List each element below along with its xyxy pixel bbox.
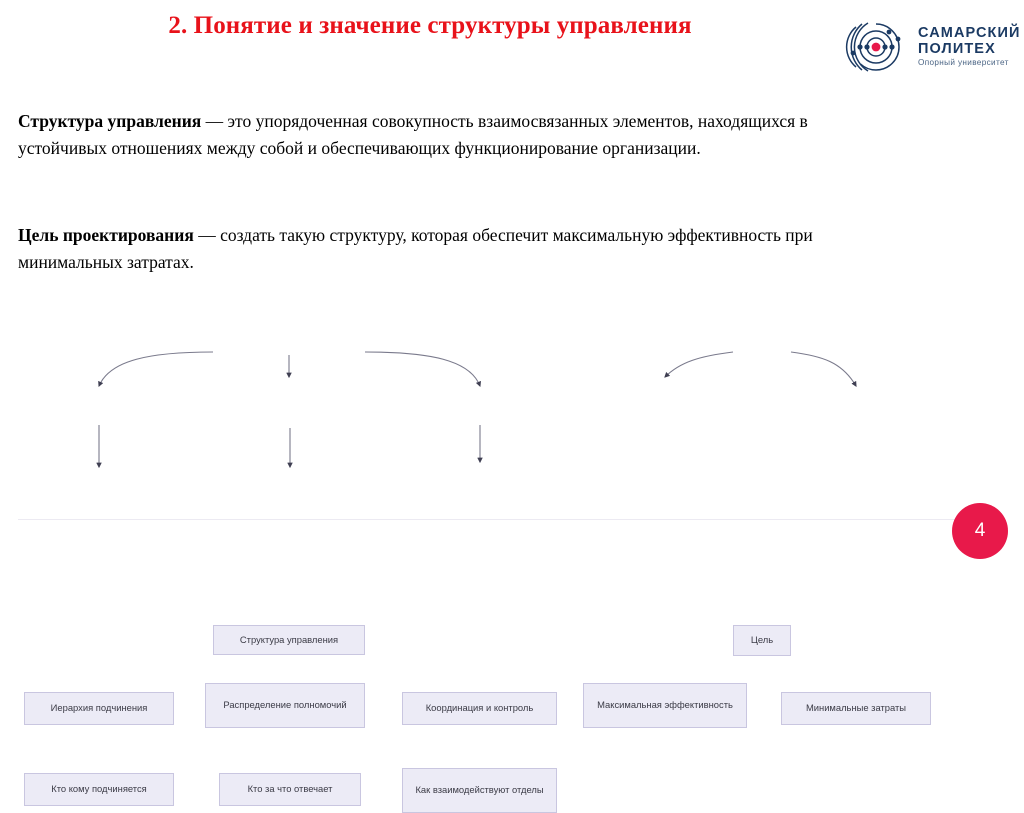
footer-divider bbox=[18, 519, 963, 520]
slide-canvas: 2. Понятие и значение структуры управлен… bbox=[0, 12, 1024, 813]
diagram-node-who-reports-to-whom[interactable]: Кто кому подчиняется bbox=[24, 773, 174, 806]
diagram-node-authority[interactable]: Распределение полномочий bbox=[205, 683, 365, 728]
logo-subtitle: Опорный университет bbox=[918, 58, 1009, 68]
goal-body: — создать такую структуру, которая обесп… bbox=[18, 225, 813, 272]
goal-term: Цель проектирования bbox=[18, 225, 194, 245]
title-text: Понятие и значение структуры управления bbox=[187, 12, 692, 39]
logo-line-2: ПОЛИТЕХ bbox=[918, 40, 996, 57]
page-title: 2. Понятие и значение структуры управлен… bbox=[0, 12, 860, 40]
diagram-node-who-is-responsible[interactable]: Кто за что отвечает bbox=[219, 773, 361, 806]
university-logo: САМАРСКИЙ ПОЛИТЕХ Опорный университет bbox=[840, 14, 1021, 80]
logo-wordmark: САМАРСКИЙ ПОЛИТЕХ Опорный университет bbox=[918, 26, 1021, 67]
diagram-connectors bbox=[96, 351, 857, 469]
definition-body: — это упорядоченная совокупность взаимос… bbox=[18, 111, 808, 158]
definition-paragraph: Структура управления — это упорядоченная… bbox=[18, 108, 888, 161]
title-number: 2. bbox=[168, 12, 188, 39]
diagram-node-min-costs[interactable]: Минимальные затраты bbox=[781, 692, 931, 725]
slide-title-bar: 2. Понятие и значение структуры управлен… bbox=[0, 12, 860, 40]
definition-term: Структура управления bbox=[18, 111, 202, 131]
logo-line-1: САМАРСКИЙ bbox=[918, 25, 1021, 42]
diagram-node-root-structure[interactable]: Структура управления bbox=[213, 625, 365, 655]
page-number-badge: 4 bbox=[952, 503, 1008, 559]
radial-circles-icon bbox=[845, 22, 901, 72]
diagram-node-max-efficiency[interactable]: Максимальная эффективность bbox=[583, 683, 747, 728]
logo-center-dot bbox=[871, 42, 881, 52]
diagram-node-goal[interactable]: Цель bbox=[733, 625, 791, 656]
goal-paragraph: Цель проектирования — создать такую стру… bbox=[18, 222, 848, 275]
diagram-node-coordination[interactable]: Координация и контроль bbox=[402, 692, 557, 725]
diagram-node-hierarchy[interactable]: Иерархия подчинения bbox=[24, 692, 174, 725]
diagram-area: Структура управления Иерархия подчинения… bbox=[0, 300, 1024, 813]
diagram-node-department-interaction[interactable]: Как взаимодействуют отделы bbox=[402, 768, 557, 813]
